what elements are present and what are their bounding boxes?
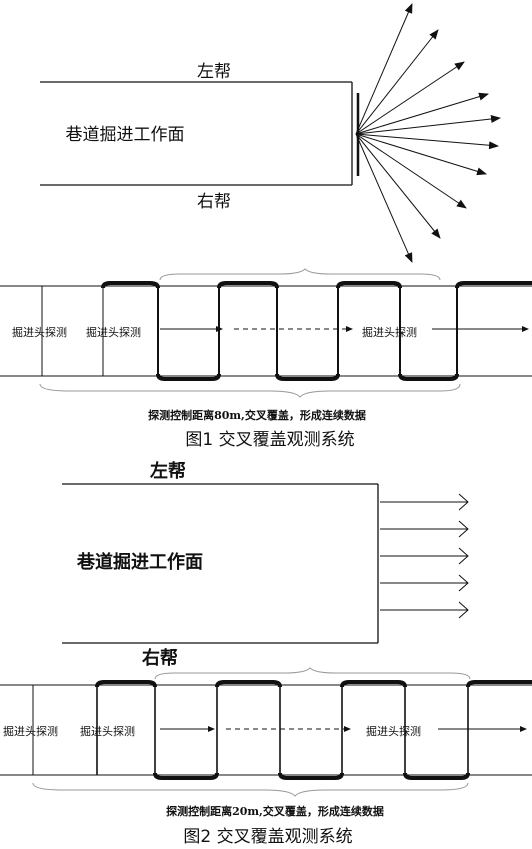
- fig2-probe-arrow-head: [458, 493, 469, 511]
- fig1-probe-ray-arrow: [355, 3, 413, 135]
- fig1-probe-ray-arrow: [355, 61, 465, 135]
- fig2-probe-label: 掘进头探测: [3, 724, 58, 738]
- fig1-coverage-cap-top: [455, 281, 532, 289]
- fig1-face-label: 巷道掘进工作面: [66, 125, 185, 145]
- fig2-coverage-cap-top: [95, 680, 157, 688]
- fig2-probe-arrow-head: [458, 574, 469, 592]
- fig1-right-wall-label: 右帮: [197, 192, 231, 212]
- fig2-left-wall-label: 左帮: [150, 460, 186, 482]
- fig2-top-brace: [154, 667, 471, 680]
- fig2-probe-arrow-head: [458, 601, 469, 619]
- fig1-coverage-cap-bottom: [398, 373, 459, 381]
- fig2-probe-label: 掘进头探测: [80, 724, 135, 738]
- fig1-probe-ray-arrow: [355, 133, 467, 209]
- fig2-coverage-cap-bottom: [403, 772, 470, 780]
- fig2-coverage-cap-bottom: [278, 772, 344, 780]
- fig1-coverage-cap-top: [217, 281, 279, 289]
- fig1-coverage-strip: 掘进头探测 掘进头探测 掘进头探测 探测控制距离80m,交叉覆盖，形成连续数据 …: [0, 268, 532, 450]
- fig2-probe-arrow-head: [458, 547, 469, 565]
- fig2-note: 探测控制距离20m,交叉覆盖，形成连续数据: [166, 804, 384, 818]
- fig2-parallel-arrows: [380, 493, 469, 619]
- fig2-coverage-cap-top: [340, 680, 407, 688]
- fig1-probe-ray-arrow: [355, 133, 441, 239]
- fig1-roadway-schematic: 左帮 右帮 巷道掘进工作面: [40, 3, 501, 263]
- fig2-probe-arrow-head: [458, 520, 469, 538]
- fig1-probe-label: 掘进头探测: [86, 325, 141, 339]
- fig2-right-wall-label: 右帮: [142, 647, 178, 669]
- fig1-probe-ray-arrow: [355, 29, 439, 135]
- fig1-probe-label: 掘进头探测: [362, 325, 417, 339]
- fig2-caption: 图2 交叉覆盖观测系统: [183, 827, 352, 847]
- fig1-left-wall-label: 左帮: [197, 62, 231, 82]
- fig2-face-label: 巷道掘进工作面: [76, 551, 203, 573]
- fig1-fan-arrows: [355, 3, 501, 263]
- fig1-coverage-cap-top: [336, 281, 402, 289]
- fig2-probe-label: 掘进头探测: [366, 724, 421, 738]
- fig1-coverage-cap-top: [101, 281, 160, 289]
- fig1-note: 探测控制距离80m,交叉覆盖，形成连续数据: [148, 408, 366, 422]
- fig2-roadway-schematic: 左帮 右帮 巷道掘进工作面: [62, 460, 469, 669]
- fig2-segment-dividers: [96, 685, 469, 775]
- fig1-caption: 图1 交叉覆盖观测系统: [185, 430, 354, 450]
- fig1-probe-ray-arrow: [355, 92, 489, 135]
- fig1-probe-ray-arrow: [355, 133, 413, 263]
- fig2-coverage-cap-bottom: [153, 772, 219, 780]
- fig2-coverage-strip: 掘进头探测 掘进头探测 掘进头探测 探测控制距离20m,交叉覆盖，形成连续数据 …: [0, 667, 532, 847]
- fig2-coverage-cap-top: [215, 680, 282, 688]
- fig1-coverage-cap-bottom: [275, 373, 340, 381]
- fig1-probe-ray-arrow: [355, 133, 499, 150]
- fig1-top-brace: [159, 268, 441, 281]
- fig1-probe-ray-arrow: [355, 115, 501, 135]
- fig1-bottom-brace: [39, 383, 461, 398]
- fig1-coverage-cap-bottom: [156, 373, 221, 381]
- fig2-bottom-brace: [32, 782, 469, 797]
- fig1-probe-ray-arrow: [355, 133, 487, 176]
- fig1-probe-label: 掘进头探测: [12, 325, 67, 339]
- fig2-coverage-cap-top: [466, 680, 532, 688]
